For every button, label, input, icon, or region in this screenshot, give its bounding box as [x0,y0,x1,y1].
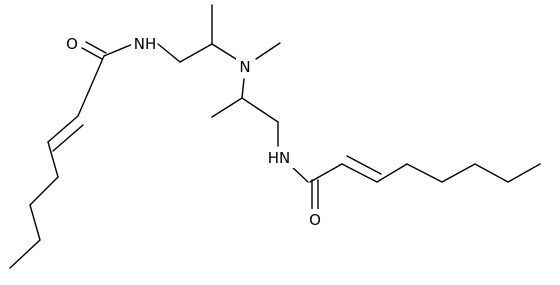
double-bond [346,155,382,175]
left-octenoyl-chain [9,41,134,269]
bond [241,78,245,99]
bond [9,239,41,269]
bond [103,43,134,57]
double-bond [47,115,79,143]
bond [47,141,59,178]
bond [376,163,408,183]
bond [309,163,343,183]
bond [29,204,41,241]
bond [157,43,181,63]
bond [211,43,237,60]
double-bond [341,163,378,183]
bond [81,47,103,60]
nitrogen-atom-label: HN [268,149,291,167]
bond [255,42,281,60]
bond [241,97,279,123]
bond [179,43,213,63]
nitrogen-atom-label: N [239,58,250,76]
oxygen-atom-label: O [66,35,78,53]
bond [406,163,443,183]
bond [507,163,541,183]
oxygen-atom-label: O [309,211,321,229]
bond [29,176,59,206]
right-octenoyl-chain [309,155,541,211]
double-bond [52,124,84,152]
atom-labels: O NH N HN O [60,34,326,229]
bond [77,55,105,117]
bond [211,97,243,118]
bond [85,41,107,54]
bond [474,163,509,183]
bond [441,163,476,183]
nitrogen-atom-label: NH [134,35,157,53]
amine-core [157,4,309,183]
